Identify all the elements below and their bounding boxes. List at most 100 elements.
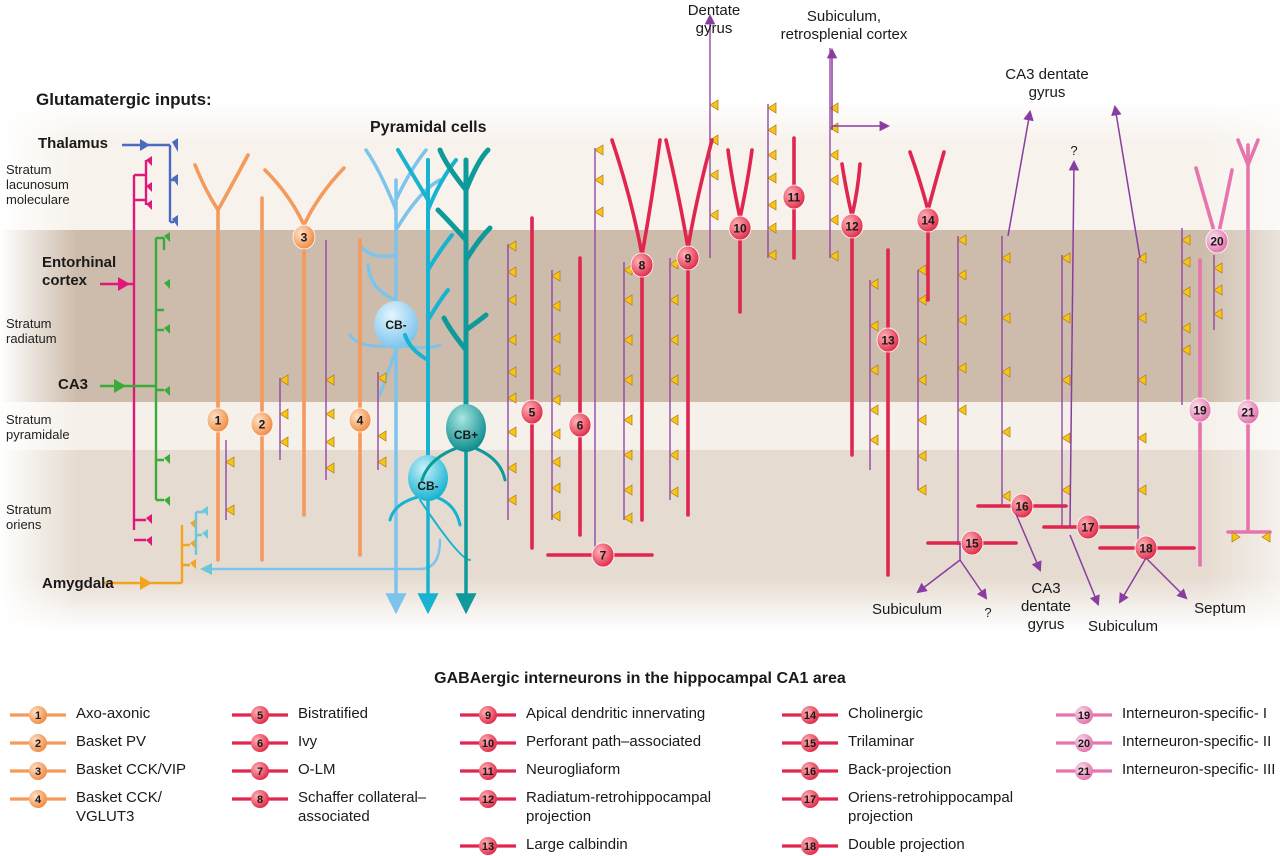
- soma-number-5: 5: [529, 406, 536, 420]
- projection-axon: [1068, 159, 1080, 528]
- axon-bouton: [1061, 432, 1071, 444]
- legend-item-4: 4 Basket CCK/ VGLUT3: [10, 788, 196, 826]
- interneuron-21: 21: [1226, 138, 1272, 534]
- axon-bouton: [669, 486, 679, 498]
- axon-bouton: [225, 456, 235, 468]
- soma-7: [591, 542, 615, 568]
- dest-dentate-gyrus: Dentate gyrus: [687, 2, 741, 37]
- svg-text:11: 11: [482, 766, 494, 778]
- projection-axon: [1118, 557, 1147, 604]
- interneuron-14: 14: [908, 150, 967, 545]
- soma-number-13: 13: [881, 334, 895, 348]
- axon-bouton: [957, 234, 967, 246]
- axon-bouton: [594, 144, 604, 156]
- svg-text:17: 17: [804, 794, 816, 806]
- dest-septum-18: Septum: [1194, 600, 1246, 617]
- soma-1: [206, 407, 230, 433]
- soma-9: [676, 245, 700, 271]
- axon-bouton: [1137, 252, 1147, 264]
- dest-ca3-dentate-16: CA3 dentate gyrus: [1020, 580, 1072, 633]
- svg-text:18: 18: [804, 841, 816, 853]
- legend-swatch-21: 21: [1056, 762, 1112, 780]
- soma-3: [292, 224, 316, 250]
- soma-2: [250, 411, 274, 437]
- axon-bouton: [1181, 322, 1191, 334]
- input-label-thalamus: Thalamus: [38, 135, 109, 152]
- axon-bouton: [551, 510, 561, 522]
- legend-item-14: 14 Cholinergic: [782, 704, 1078, 725]
- axon-bouton: [829, 214, 839, 226]
- axon-bouton: [377, 430, 387, 442]
- soma-number-3: 3: [301, 231, 308, 245]
- axon-bouton: [767, 222, 777, 234]
- axon-bouton: [1181, 344, 1191, 356]
- axon-bouton: [1137, 374, 1147, 386]
- axon-bouton: [1213, 308, 1223, 320]
- legend-label-14: Cholinergic: [848, 705, 924, 722]
- legend-label-11: Neurogliaform: [526, 761, 621, 778]
- soma-number-9: 9: [685, 252, 692, 266]
- interneuron-13: 13: [869, 248, 900, 577]
- axon-bouton: [1181, 234, 1191, 246]
- axon-bouton: [957, 362, 967, 374]
- dest-subiculum-18: Subiculum: [1087, 618, 1159, 635]
- interneuron-17: 17: [1042, 252, 1140, 540]
- axon-bouton: [869, 404, 879, 416]
- pyr-label-cb-plus: CB+: [454, 428, 478, 442]
- soma-number-18: 18: [1139, 542, 1153, 556]
- soma-number-11: 11: [788, 191, 801, 205]
- legend-title: GABAergic interneurons in the hippocampa…: [434, 670, 846, 687]
- svg-text:16: 16: [804, 766, 816, 778]
- axon-bouton: [767, 172, 777, 184]
- legend-swatch-20: 20: [1056, 734, 1112, 752]
- pyr-label-cb-minus-bottom: CB-: [417, 479, 438, 493]
- svg-text:20: 20: [1078, 738, 1090, 750]
- axon-bouton: [225, 504, 235, 516]
- soma-number-14: 14: [921, 214, 935, 228]
- axon-bouton: [669, 374, 679, 386]
- soma-13: [876, 327, 900, 353]
- axon-bouton: [507, 240, 517, 252]
- axon-bouton: [1181, 256, 1191, 268]
- svg-text:21: 21: [1078, 766, 1090, 778]
- axon-bouton: [829, 250, 839, 262]
- interneuron-19: 19: [1181, 228, 1212, 567]
- axon-bouton: [669, 449, 679, 461]
- axon-bouton: [325, 436, 335, 448]
- soma-15: [960, 530, 984, 556]
- axon-bouton: [829, 149, 839, 161]
- svg-text:10: 10: [482, 738, 494, 750]
- svg-text:4: 4: [35, 794, 42, 806]
- input-pathways: [100, 138, 208, 590]
- axon-bouton: [507, 334, 517, 346]
- legend-label-19: Interneuron-specific- I: [1122, 705, 1268, 722]
- axon-bouton: [1001, 490, 1011, 502]
- legend-label-16: Back-projection: [848, 761, 952, 778]
- legend-swatch-13: 13: [460, 837, 516, 855]
- layer-label-oriens: Stratum oriens: [6, 502, 52, 532]
- interneuron-20: 20: [1194, 166, 1234, 330]
- soma-number-6: 6: [577, 419, 584, 433]
- legend-swatch-17: 17: [782, 790, 838, 808]
- legend-swatch-11: 11: [460, 762, 516, 780]
- svg-text:8: 8: [257, 794, 263, 806]
- axon-bouton: [551, 270, 561, 282]
- axon-bouton: [551, 300, 561, 312]
- input-label-entorhinal: Entorhinal cortex: [42, 254, 117, 289]
- axon-bouton: [869, 320, 879, 332]
- svg-text:12: 12: [482, 794, 494, 806]
- legend-label-7: O-LM: [298, 761, 336, 778]
- svg-text:6: 6: [257, 738, 263, 750]
- axon-bouton: [1137, 432, 1147, 444]
- axon-bouton: [917, 334, 927, 346]
- svg-text:14: 14: [804, 710, 817, 722]
- pyramidal-heading: Pyramidal cells: [370, 119, 487, 136]
- axon-bouton: [1137, 484, 1147, 496]
- axon-bouton: [669, 294, 679, 306]
- svg-text:19: 19: [1078, 710, 1090, 722]
- projection-axon: [959, 559, 988, 600]
- legend-label-4: Basket CCK/ VGLUT3: [76, 789, 162, 825]
